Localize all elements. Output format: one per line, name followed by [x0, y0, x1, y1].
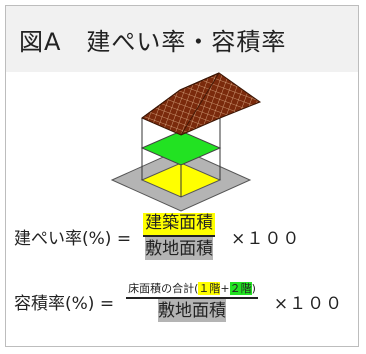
building-coverage-formula: 建ぺい率(%) = 建築面積 敷地面積 ×１００	[14, 213, 300, 260]
site-area-denominator-2: 敷地面積	[157, 299, 226, 322]
building-area-numerator: 建築面積	[143, 213, 216, 238]
plus-sign: +	[220, 282, 230, 295]
site-area-denominator: 敷地面積	[145, 237, 214, 260]
roof-hip-front	[180, 72, 220, 136]
floor-area-ratio-fraction: 床面積の合計(１階+２階) 敷地面積	[126, 282, 258, 322]
figure-title: 図A 建ぺい率・容積率	[19, 28, 287, 56]
multiplier-100: ×１００	[231, 228, 301, 249]
floor-area-ratio-label: 容積率(%) =	[14, 294, 115, 315]
roof-ridge	[179, 72, 220, 91]
roof-right-slope	[141, 72, 262, 136]
building-coverage-fraction: 建築面積 敷地面積	[143, 213, 216, 260]
multiplier-100-2: ×１００	[273, 294, 344, 315]
close-paren: )	[251, 282, 256, 295]
title-band	[6, 6, 358, 72]
floor-area-ratio-formula: 容積率(%) = 床面積の合計(１階+２階) 敷地面積 ×１００	[14, 282, 343, 322]
second-floor-label: ２階	[229, 282, 252, 295]
second-floor-area	[140, 130, 222, 166]
first-floor-label: １階	[198, 282, 221, 295]
roof-hip-left	[141, 89, 181, 119]
total-floor-area-text: 床面積の合計(	[128, 282, 199, 295]
building-coverage-label: 建ぺい率(%) =	[14, 228, 132, 249]
total-floor-area-numerator: 床面積の合計(１階+２階)	[126, 282, 258, 300]
figure-frame: 図A 建ぺい率・容積率	[5, 5, 359, 347]
